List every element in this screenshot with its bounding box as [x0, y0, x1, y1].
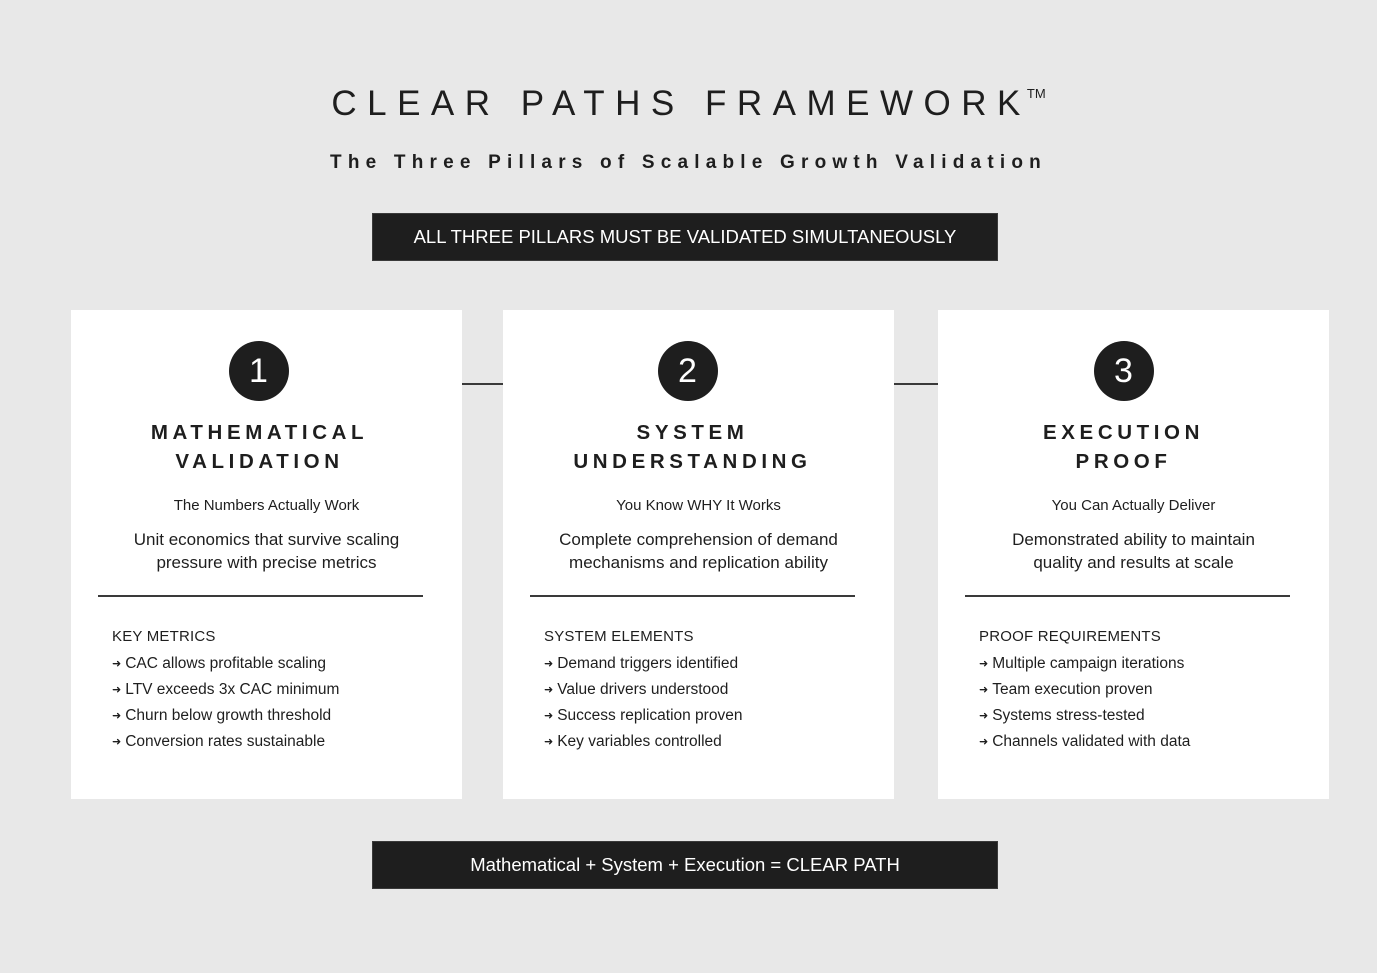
pillar-card-mathematical: 1 MATHEMATICAL VALIDATION The Numbers Ac… [71, 310, 462, 799]
arrow-right-icon: ➜ [544, 736, 554, 748]
desc-line: quality and results at scale [1033, 553, 1234, 572]
list-item: ➜Demand triggers identified [544, 651, 742, 677]
page-subtitle: The Three Pillars of Scalable Growth Val… [330, 152, 1047, 173]
list-item: ➜Team execution proven [979, 677, 1190, 703]
pillar-title-line: UNDERSTANDING [573, 450, 812, 473]
pillar-title-line: EXECUTION [1043, 421, 1204, 444]
list-heading: KEY METRICS [112, 628, 216, 645]
arrow-right-icon: ➜ [979, 684, 989, 696]
list-item: ➜Churn below growth threshold [112, 703, 339, 729]
arrow-right-icon: ➜ [979, 658, 989, 670]
pillar-number-badge: 3 [1093, 341, 1154, 401]
pillar-title-line: MATHEMATICAL [150, 421, 369, 444]
list-item: ➜Success replication proven [544, 703, 742, 729]
title-text: CLEAR PATHS FRAMEWORK [331, 84, 1031, 123]
arrow-right-icon: ➜ [112, 710, 122, 722]
arrow-right-icon: ➜ [112, 658, 122, 670]
arrow-right-icon: ➜ [112, 736, 122, 748]
list-item: ➜Channels validated with data [979, 729, 1190, 755]
arrow-right-icon: ➜ [979, 710, 989, 722]
list-item: ➜Value drivers understood [544, 677, 742, 703]
list-heading: SYSTEM ELEMENTS [544, 628, 694, 645]
list-item-text: Multiple campaign iterations [992, 655, 1185, 672]
key-metrics-list: KEY METRICS ➜CAC allows profitable scali… [112, 628, 339, 755]
pillar-title-line: PROOF [1075, 450, 1172, 473]
pillar-tagline: You Can Actually Deliver [1051, 497, 1216, 514]
list-item: ➜CAC allows profitable scaling [112, 651, 339, 677]
pillar-title-line: VALIDATION [175, 450, 344, 473]
connector-line [894, 383, 938, 385]
divider [530, 595, 855, 597]
pillar-description: Unit economics that survive scaling pres… [71, 528, 462, 574]
list-item: ➜Systems stress-tested [979, 703, 1190, 729]
list-item-text: Demand triggers identified [557, 655, 739, 672]
list-item-text: Churn below growth threshold [125, 707, 332, 724]
list-item: ➜Conversion rates sustainable [112, 729, 339, 755]
proof-requirements-list: PROOF REQUIREMENTS ➜Multiple campaign it… [979, 628, 1190, 755]
divider [98, 595, 423, 597]
pillar-description: Complete comprehension of demand mechani… [503, 528, 894, 574]
arrow-right-icon: ➜ [544, 658, 554, 670]
pillar-tagline: You Know WHY It Works [616, 497, 781, 514]
desc-line: mechanisms and replication ability [569, 553, 828, 572]
connector-line [462, 383, 503, 385]
pillar-title: EXECUTION PROOF [928, 418, 1319, 476]
pillar-number-badge: 1 [228, 341, 289, 401]
list-heading: PROOF REQUIREMENTS [979, 628, 1161, 645]
list-item: ➜Key variables controlled [544, 729, 742, 755]
system-elements-list: SYSTEM ELEMENTS ➜Demand triggers identif… [544, 628, 742, 755]
desc-line: Complete comprehension of demand [559, 530, 838, 549]
pillar-title: SYSTEM UNDERSTANDING [497, 418, 888, 476]
arrow-right-icon: ➜ [112, 684, 122, 696]
pillar-card-execution: 3 EXECUTION PROOF You Can Actually Deliv… [938, 310, 1329, 799]
list-item-text: Channels validated with data [992, 733, 1191, 750]
pillar-title: MATHEMATICAL VALIDATION [64, 418, 455, 476]
divider [965, 595, 1290, 597]
pillar-tagline: The Numbers Actually Work [173, 497, 360, 514]
page-title: CLEAR PATHS FRAMEWORKTM [0, 84, 1377, 124]
bottom-banner: Mathematical + System + Execution = CLEA… [372, 841, 998, 889]
pillar-title-line: SYSTEM [636, 421, 749, 444]
list-item-text: Value drivers understood [557, 681, 729, 698]
list-item: ➜Multiple campaign iterations [979, 651, 1190, 677]
list-item-text: Key variables controlled [557, 733, 722, 750]
list-item-text: Success replication proven [557, 707, 743, 724]
list-item-text: CAC allows profitable scaling [125, 655, 326, 672]
desc-line: Demonstrated ability to maintain [1012, 530, 1255, 549]
list-item-text: Team execution proven [992, 681, 1153, 698]
list-item-text: Systems stress-tested [992, 707, 1145, 724]
arrow-right-icon: ➜ [544, 684, 554, 696]
desc-line: Unit economics that survive scaling [133, 530, 400, 549]
list-item-text: Conversion rates sustainable [125, 733, 326, 750]
list-item-text: LTV exceeds 3x CAC minimum [125, 681, 340, 698]
arrow-right-icon: ➜ [544, 710, 554, 722]
pillar-card-system: 2 SYSTEM UNDERSTANDING You Know WHY It W… [503, 310, 894, 799]
pillar-description: Demonstrated ability to maintain quality… [938, 528, 1329, 574]
trademark-symbol: TM [1026, 86, 1046, 101]
desc-line: pressure with precise metrics [156, 553, 377, 572]
arrow-right-icon: ➜ [979, 736, 989, 748]
top-banner: ALL THREE PILLARS MUST BE VALIDATED SIMU… [372, 213, 998, 261]
list-item: ➜LTV exceeds 3x CAC minimum [112, 677, 339, 703]
pillar-number-badge: 2 [657, 341, 718, 401]
